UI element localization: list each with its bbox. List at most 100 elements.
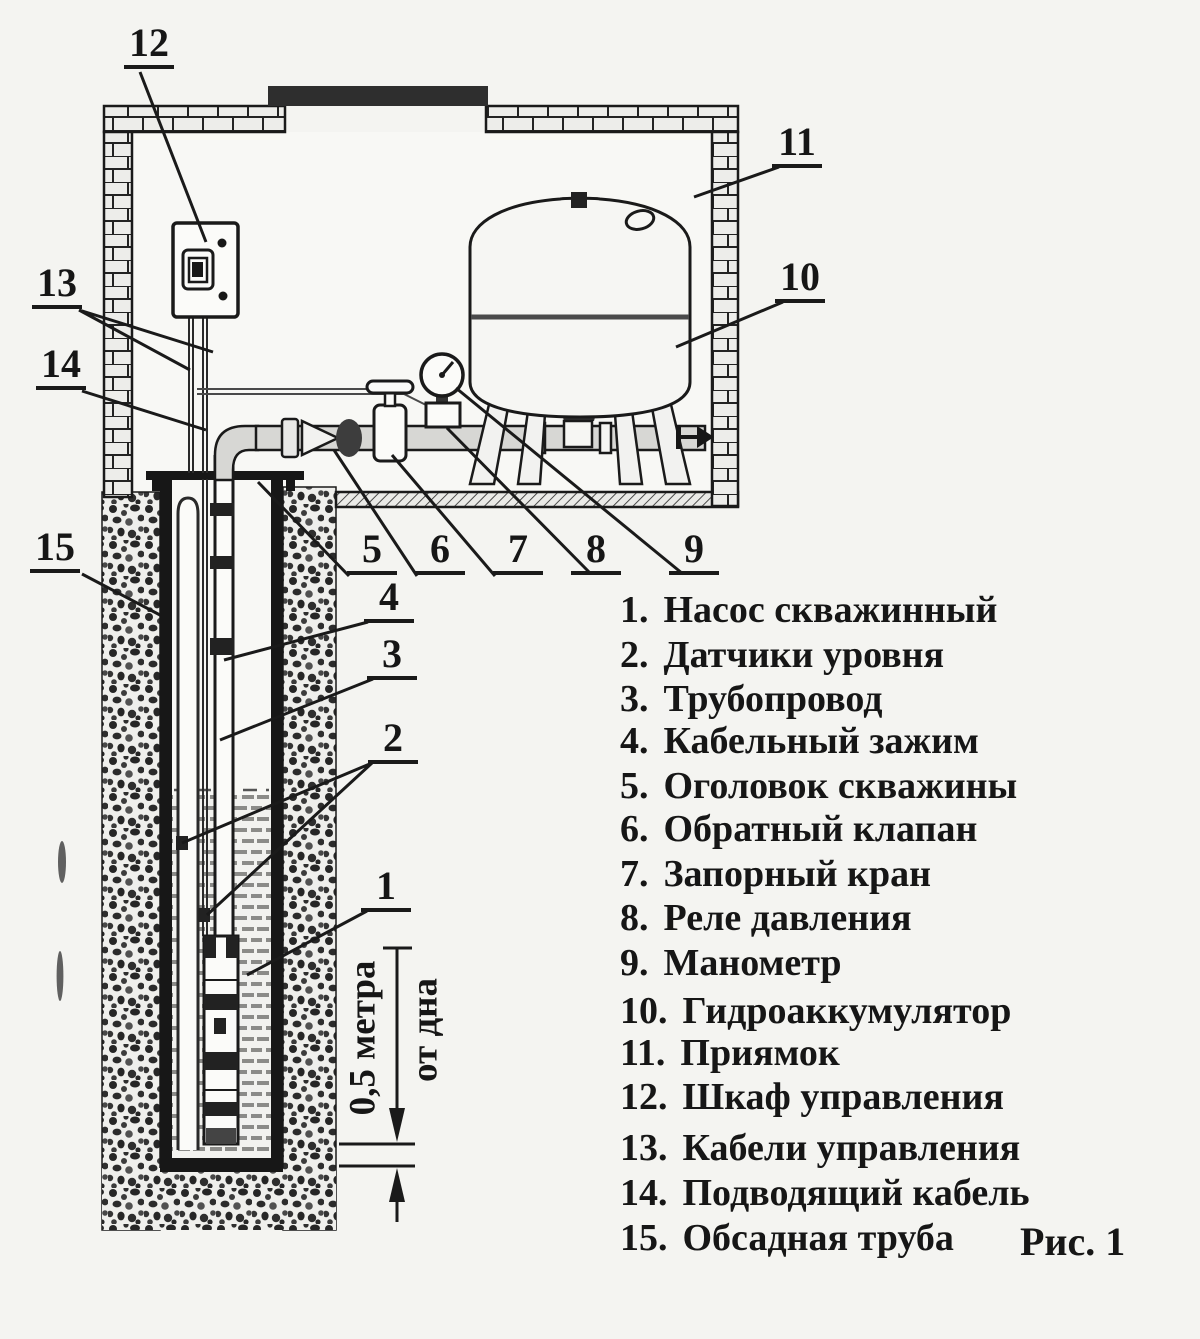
legend-item-14: 14. Подводящий кабель: [620, 1171, 1030, 1215]
callout-14: 14: [36, 343, 86, 390]
legend-label: Датчики уровня: [663, 634, 945, 676]
legend-item-4: 4. Кабельный зажим: [620, 719, 979, 763]
hydroaccumulator-tank: [468, 192, 692, 419]
callout-11: 11: [772, 121, 822, 168]
legend-number: 13.: [620, 1127, 668, 1169]
callout-10: 10: [775, 256, 825, 303]
callout-4: 4: [364, 576, 414, 623]
submersible-pump: [202, 934, 240, 1146]
legend-item-1: 1.Насос скважинный: [620, 588, 997, 632]
casing-pipe: [160, 479, 283, 1172]
legend-number: 11.: [620, 1032, 666, 1074]
callout-3: 3: [367, 633, 417, 680]
pit-wall-top-right: [484, 104, 740, 134]
leader-14: [81, 389, 207, 432]
legend-number: 9.: [620, 942, 649, 984]
leader-2: [181, 761, 374, 917]
legend-number: 8.: [620, 897, 649, 939]
legend-item-15: 15. Обсадная труба: [620, 1216, 954, 1260]
callout-1: 1: [361, 865, 411, 912]
pit-wall-left: [102, 130, 134, 499]
legend-number: 1.: [620, 589, 649, 631]
legend-label: Трубопровод: [663, 678, 883, 720]
legend-item-3: 3. Трубопровод: [620, 677, 883, 721]
legend-label: Запорный кран: [663, 853, 931, 895]
leader-9: [455, 386, 684, 576]
leader-1: [246, 909, 368, 977]
legend-number: 4.: [620, 720, 649, 762]
callout-7: 7: [493, 528, 543, 575]
control-cabinet: [171, 221, 240, 319]
pit-wall-right: [710, 130, 740, 508]
level-sensor-lower: [198, 908, 210, 922]
legend-item-13: 13. Кабели управления: [620, 1126, 1020, 1170]
legend-label: Кабельный зажим: [663, 720, 979, 762]
legend-number: 14.: [620, 1172, 668, 1214]
leader-lines: [78, 71, 784, 977]
stop-valve: [365, 379, 415, 463]
pressure-gauge: [419, 352, 465, 405]
legend-number: 6.: [620, 808, 649, 850]
legend-label: Приямок: [680, 1032, 840, 1074]
legend-number: 10.: [620, 990, 668, 1032]
pressure-relay: [424, 401, 462, 429]
leader-7: [390, 454, 497, 577]
pit-floor: [334, 490, 740, 509]
legend-item-8: 8. Реле давления: [620, 896, 912, 940]
pit-walls: [102, 86, 740, 508]
legend-number: 15.: [620, 1217, 668, 1259]
gravel-backfill: [101, 486, 337, 1231]
callout-2: 2: [368, 717, 418, 764]
legend-number: 7.: [620, 853, 649, 895]
leader-3: [219, 677, 374, 742]
leader-5: [256, 480, 351, 578]
legend-label: Шкаф управления: [682, 1076, 1004, 1118]
callout-13: 13: [32, 262, 82, 309]
callout-8: 8: [571, 528, 621, 575]
leader-12: [138, 71, 208, 243]
callout-12: 12: [124, 22, 174, 69]
riser-pipe: [213, 455, 235, 938]
pit-wall-top-left: [102, 104, 287, 134]
legend-label: Оголовок скважины: [663, 765, 1018, 807]
leader-8: [445, 426, 593, 576]
legend-label: Подводящий кабель: [682, 1172, 1030, 1214]
legend-item-9: 9.Манометр: [620, 941, 842, 985]
cables: [188, 317, 429, 936]
leader-15: [81, 572, 161, 617]
legend-label: Обсадная труба: [682, 1217, 954, 1259]
dimension-distance-label: 0,5 метра: [342, 960, 384, 1116]
legend-number: 2.: [620, 634, 649, 676]
legend-item-6: 6. Обратный клапан: [620, 807, 977, 851]
legend-number: 3.: [620, 678, 649, 720]
legend-label: Обратный клапан: [663, 808, 978, 850]
legend-item-2: 2. Датчики уровня: [620, 633, 944, 677]
callout-9: 9: [669, 528, 719, 575]
callout-6: 6: [415, 528, 465, 575]
pit-opening-cover: [268, 86, 488, 106]
figure-caption: Рис. 1: [1020, 1219, 1126, 1264]
legend-number: 12.: [620, 1076, 668, 1118]
legend-label: Гидроаккумулятор: [682, 990, 1012, 1032]
legend-item-7: 7. Запорный кран: [620, 852, 931, 896]
legend-number: 5.: [620, 765, 649, 807]
tank-top-fitting: [571, 192, 587, 208]
scan-artifacts: [56, 841, 66, 1001]
sensor-conduit-tube: [176, 496, 200, 1150]
callout-5: 5: [347, 528, 397, 575]
leader-13: [78, 308, 214, 372]
legend-item-5: 5. Оголовок скважины: [620, 764, 1017, 808]
outlet-flow-arrow: [676, 425, 714, 449]
legend-label: Кабели управления: [682, 1127, 1021, 1169]
tank-air-valve: [624, 209, 656, 231]
cable-clamps: [210, 503, 234, 655]
dimension-lines: [339, 946, 415, 1222]
legend-item-11: 11. Приямок: [620, 1031, 840, 1075]
legend-item-12: 12. Шкаф управления: [620, 1075, 1004, 1119]
legend-label: Реле давления: [663, 897, 912, 939]
check-valve: [280, 417, 362, 459]
leader-11: [693, 165, 780, 199]
legend-item-10: 10. Гидроаккумулятор: [620, 989, 1011, 1033]
